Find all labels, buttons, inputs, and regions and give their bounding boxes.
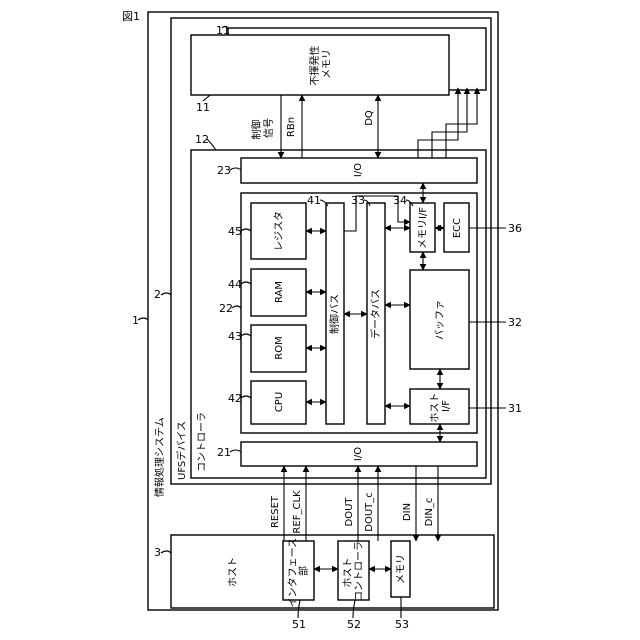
host-if-label-line2: I/F [441,400,452,412]
ufs-device-label: UFSデバイス [175,421,188,480]
io-top-label: I/O [353,163,364,177]
ref-11-top: 11 [216,24,230,37]
dq-label: DQ [364,110,375,126]
ref-34: 34 [393,194,407,207]
ref-52: 52 [347,618,361,631]
control-signal-label-line1: 制御 [250,120,263,140]
host-controller-label-line2: コントローラ [353,541,365,601]
din-label: DIN [402,503,413,521]
ref-31: 31 [508,402,522,415]
rom-label: ROM [274,336,285,359]
controller-label: コントローラ [196,412,208,472]
io-bottom-label: I/O [353,447,364,461]
ref-3: 3 [154,546,161,559]
dout-label: DOUT [344,497,355,527]
ref-32: 32 [508,316,522,329]
ref-42: 42 [228,392,242,405]
ref-36: 36 [508,222,522,235]
register-label: レジスタ [273,211,285,251]
ref-53: 53 [395,618,409,631]
nvm-label-line2: メモリ [322,49,333,79]
ref-44: 44 [228,278,242,291]
ribn-label: RBn [286,117,297,137]
ref-22: 22 [219,302,233,315]
figure-label: 図1 [122,10,140,23]
host-label: ホスト [227,557,239,587]
host-controller-label-line1: ホスト [342,558,354,588]
ref-1-leader [138,318,148,320]
host-box [171,535,494,608]
mem-if-label: メモリI/F [418,207,429,249]
din-c-label: DIN_c [424,498,435,527]
ref-1: 1 [132,314,139,327]
ref-41: 41 [307,194,321,207]
ref-45: 45 [228,225,242,238]
control-signal-label: 制御 信号 [250,116,275,139]
host-memory-label: メモリ [396,554,407,584]
ref-23: 23 [217,164,231,177]
system-label: 情報処理システム [153,417,166,497]
buffer-label: バッファ [434,300,446,340]
ref-43: 43 [228,330,242,343]
interface-unit-label-line1: インタフェース [287,538,299,608]
ecc-label: ECC [452,218,463,238]
cpu-label: CPU [274,392,285,412]
control-bus-label: 制御バス [328,294,341,334]
ref-clk-label: REF_CLK [292,490,303,534]
reset-label: RESET [270,495,281,528]
host-if-label-line1: ホスト [429,393,441,423]
data-bus-label: データバス [369,289,382,339]
ram-label: RAM [274,281,285,303]
ref-11-bottom: 11 [196,101,210,114]
ref-21: 21 [217,446,231,459]
ref-51: 51 [292,618,306,631]
nvm-label-line1: 不揮発性 [308,46,321,86]
control-signal-label-line2: 信号 [263,118,275,138]
dout-c-label: DOUT_c [364,492,375,532]
ref-2: 2 [154,288,161,301]
interface-unit-label-line2: 部 [297,566,310,576]
ref-33: 33 [351,194,365,207]
